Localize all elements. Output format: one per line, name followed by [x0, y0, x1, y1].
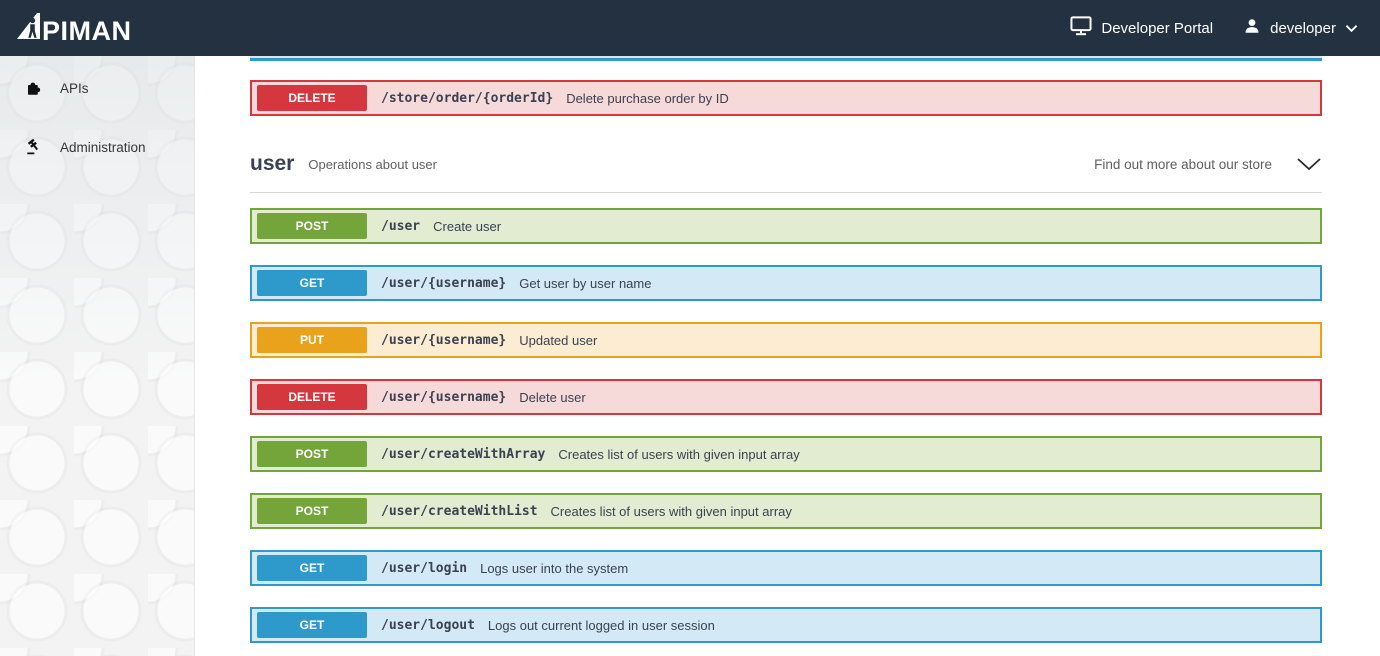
- find-out-more-link[interactable]: Find out more about our store: [1094, 156, 1272, 172]
- endpoint-row[interactable]: POST /user Create user: [250, 208, 1322, 244]
- section-divider: [250, 192, 1322, 193]
- sidebar-item-administration[interactable]: Administration: [0, 129, 194, 165]
- endpoint-path: /user/{username}: [381, 275, 507, 291]
- endpoint-description: Logs out current logged in user session: [487, 617, 715, 633]
- user-menu[interactable]: developer: [1243, 17, 1358, 39]
- method-badge: POST: [257, 441, 367, 467]
- sidebar: APIs Administration: [0, 56, 195, 656]
- endpoint-description: Updated user: [519, 332, 598, 348]
- apiman-logo[interactable]: PIMAN: [14, 11, 132, 46]
- endpoint-row[interactable]: GET /user/logout Logs out current logged…: [250, 607, 1322, 643]
- user-endpoint-list: POST /user Create user GET /user/{userna…: [250, 208, 1322, 643]
- endpoint-row[interactable]: DELETE /user/{username} Delete user: [250, 379, 1322, 415]
- puzzle-icon: [25, 79, 43, 97]
- api-definition-panel: DELETE /store/order/{orderId} Delete pur…: [195, 56, 1380, 656]
- method-badge: GET: [257, 270, 367, 296]
- sidebar-item-label: Administration: [60, 139, 146, 155]
- endpoint-description: Creates list of users with given input a…: [558, 446, 800, 462]
- gavel-icon: [25, 138, 43, 156]
- method-badge: PUT: [257, 327, 367, 353]
- method-badge: DELETE: [257, 384, 367, 410]
- sidebar-item-apis[interactable]: APIs: [0, 70, 194, 106]
- section-title: user: [250, 152, 295, 175]
- endpoint-path: /user/createWithList: [381, 503, 538, 519]
- endpoint-description: Get user by user name: [519, 275, 652, 291]
- user-icon: [1243, 17, 1261, 39]
- method-badge: GET: [257, 555, 367, 581]
- endpoint-path: /user: [381, 218, 421, 234]
- endpoint-description: Delete purchase order by ID: [566, 90, 729, 106]
- endpoint-row[interactable]: DELETE /store/order/{orderId} Delete pur…: [250, 80, 1322, 116]
- developer-portal-label: Developer Portal: [1101, 19, 1214, 37]
- username-label: developer: [1270, 19, 1336, 37]
- method-badge: POST: [257, 498, 367, 524]
- developer-portal-link[interactable]: Developer Portal: [1070, 16, 1213, 40]
- section-collapse-button[interactable]: [1296, 157, 1322, 171]
- sidebar-item-label: APIs: [60, 80, 89, 96]
- chevron-down-icon: [1297, 158, 1321, 171]
- endpoint-description: Delete user: [519, 389, 586, 405]
- method-badge: GET: [257, 612, 367, 638]
- endpoint-path: /user/login: [381, 560, 468, 576]
- method-badge: DELETE: [257, 85, 367, 111]
- chevron-down-icon: [1345, 20, 1358, 37]
- top-header: PIMAN Developer Portal developer: [0, 0, 1380, 56]
- apiman-logo-mark-icon: [14, 11, 44, 46]
- endpoint-row[interactable]: GET /user/{username} Get user by user na…: [250, 265, 1322, 301]
- endpoint-description: Creates list of users with given input a…: [550, 503, 792, 519]
- endpoint-path: /user/{username}: [381, 389, 507, 405]
- endpoint-path: /user/createWithArray: [381, 446, 546, 462]
- endpoint-row[interactable]: POST /user/createWithArray Creates list …: [250, 436, 1322, 472]
- method-badge: POST: [257, 213, 367, 239]
- endpoint-row[interactable]: POST /user/createWithList Creates list o…: [250, 493, 1322, 529]
- endpoint-path: /user/{username}: [381, 332, 507, 348]
- monitor-icon: [1070, 16, 1092, 40]
- endpoint-description: Create user: [433, 218, 502, 234]
- endpoint-path: /store/order/{orderId}: [381, 90, 554, 106]
- section-subtitle: Operations about user: [308, 156, 437, 172]
- endpoint-description: Logs user into the system: [480, 560, 629, 576]
- endpoint-row[interactable]: GET /user/login Logs user into the syste…: [250, 550, 1322, 586]
- store-endpoint-list: DELETE /store/order/{orderId} Delete pur…: [250, 80, 1322, 116]
- user-section-header: user Operations about user Find out more…: [250, 150, 1322, 178]
- endpoint-row[interactable]: PUT /user/{username} Updated user: [250, 322, 1322, 358]
- endpoint-path: /user/logout: [381, 617, 475, 633]
- partial-endpoint-row[interactable]: [250, 56, 1322, 61]
- logo-text: PIMAN: [42, 15, 132, 46]
